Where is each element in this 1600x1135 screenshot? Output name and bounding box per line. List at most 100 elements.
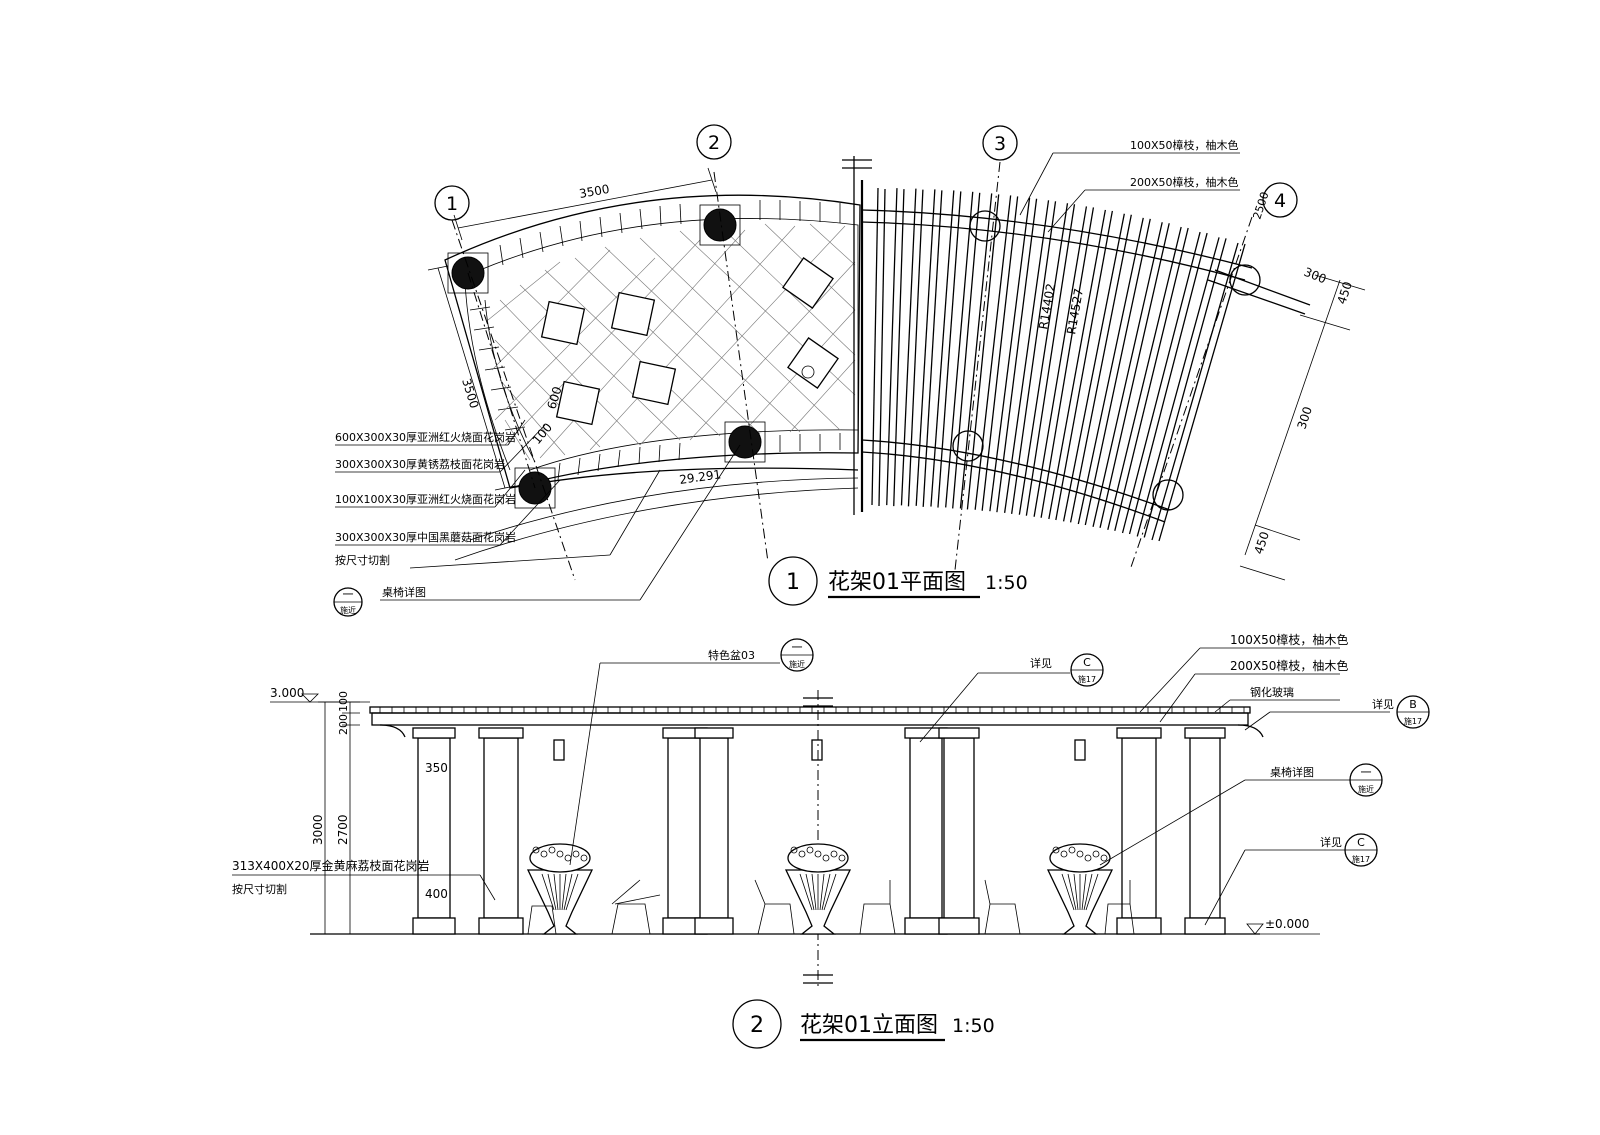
dim-3500-left: 3500 (459, 377, 481, 410)
plan-note-beam-100: 100X50樟枝，柚木色 (1130, 138, 1239, 152)
axis-label-4: 4 (1274, 190, 1286, 212)
plan-note-granite-600: 600X300X30厚亚洲红火烧面花岗岩 (335, 430, 516, 444)
dim-450-b: 450 (1252, 530, 1272, 556)
svg-text:C: C (1357, 836, 1365, 849)
elev-centre-line (803, 690, 833, 990)
plan-border-tiles (469, 200, 841, 481)
plan-title-block: 1 花架01平面图 1:50 (768, 556, 1028, 606)
note-b-ref: 详见 (1372, 697, 1394, 711)
plan-column-3 (724, 421, 766, 463)
elev-note-leaders (232, 647, 1390, 926)
svg-text:施17: 施17 (1404, 716, 1422, 726)
dim-300-b: 300 (1295, 405, 1315, 431)
axis-label-3: 3 (994, 133, 1006, 155)
svg-text:C: C (1083, 656, 1091, 669)
elev-dims-left: 3000 2700 200 100 350 400 (311, 691, 448, 935)
note-c-top: 详见 (1030, 656, 1052, 670)
plan-dim-3500-top: 3500 (453, 167, 717, 241)
plan-scale: 1:50 (985, 572, 1028, 594)
ref-bubble-b: B 施17 (1396, 695, 1430, 729)
dim-300-a: 300 (1302, 265, 1328, 287)
plan-table-set-1 (540, 291, 677, 426)
note-pot: 特色盆03 (708, 648, 755, 662)
plan-detail-ref: 一 施近 (333, 587, 363, 617)
dim-2700: 2700 (336, 814, 350, 845)
ref-bubble-table: 一 施近 (1349, 763, 1383, 797)
axis-bubble-2: 2 (696, 124, 732, 160)
plan-column-2 (699, 204, 741, 246)
plan-view: 1 2 3 4 (333, 124, 1366, 617)
elev-lamps (553, 739, 1086, 761)
axis-bubble-1: 1 (434, 185, 470, 221)
dim-3000: 3000 (311, 814, 325, 845)
axis-bubble-3: 3 (982, 125, 1018, 161)
plan-note-granite-100: 100X100X30厚亚洲红火烧面花岗岩 (335, 492, 516, 506)
ref-bubble-pot: 一 施近 (780, 638, 814, 672)
plan-title: 花架01平面图 (828, 570, 966, 595)
elev-level-ground: ±0.000 (1240, 917, 1320, 935)
dim-350: 350 (425, 761, 448, 775)
elevation-title-block: 2 花架01立面图 1:50 (732, 999, 995, 1049)
dim-450-a: 450 (1335, 280, 1355, 306)
elev-columns (379, 724, 1264, 935)
note-base-granite: 313X400X20厚金黄麻荔枝面花岗岩 (232, 858, 430, 873)
plan-note-table-detail: 桌椅详图 (382, 585, 426, 599)
plan-paving-outline (444, 194, 861, 489)
svg-text:一: 一 (1361, 766, 1372, 779)
axis-bubble-4: 4 (1262, 182, 1298, 218)
dim-400: 400 (425, 887, 448, 901)
elev-title-symbol: 2 (750, 1013, 764, 1038)
elev-flower-pots (526, 843, 1114, 935)
plan-note-cut: 按尺寸切割 (335, 553, 390, 567)
svg-text:施17: 施17 (1078, 674, 1096, 684)
dim-600: 600 (544, 385, 564, 411)
plan-note-beam-200: 200X50樟枝，柚木色 (1130, 175, 1239, 189)
plan-rafters (871, 187, 1246, 542)
elev-chairs (527, 879, 1135, 935)
plan-note-granite-300-black: 300X300X30厚中国黑蘑菇面花岗岩 (335, 530, 516, 544)
plan-paving-inner (479, 218, 859, 471)
plan-pergola: R14402 R14527 (842, 156, 1311, 542)
note-base-cut: 按尺寸切割 (232, 882, 287, 896)
note-glass: 钢化玻璃 (1250, 685, 1294, 699)
plan-dim-3500-left: 3500 600 100 29.291 (427, 265, 722, 491)
dim-200: 200 (337, 714, 350, 735)
plan-table-set-2 (782, 257, 839, 389)
note-beam-100: 100X50樟枝，柚木色 (1230, 632, 1348, 647)
plan-dim-right: 450 300 450 300 2500 (1239, 190, 1366, 581)
note-table: 桌椅详图 (1270, 765, 1314, 779)
level-top: 3.000 (270, 686, 304, 700)
plan-beam-leaders (1019, 152, 1240, 233)
axis-label-1: 1 (446, 193, 458, 215)
elev-rafter-ends (379, 707, 1245, 713)
svg-text:一: 一 (343, 588, 354, 601)
elev-level-top: 3.000 (270, 686, 370, 703)
svg-text:施近: 施近 (789, 659, 805, 669)
svg-text:B: B (1409, 698, 1417, 711)
plan-note-granite-300-yellow: 300X300X30厚黄锈荔枝面花岗岩 (335, 457, 505, 471)
svg-text:施17: 施17 (1352, 854, 1370, 864)
elev-top-beam (369, 706, 1251, 714)
dim-100: 100 (530, 420, 555, 447)
note-beam-200: 200X50樟枝，柚木色 (1230, 658, 1348, 673)
plan-title-symbol: 1 (786, 570, 800, 595)
level-ground: ±0.000 (1265, 917, 1309, 931)
ref-bubble-c-top: C 施17 (1070, 653, 1104, 687)
ref-bubble-c-bottom: C 施17 (1344, 833, 1378, 867)
dim-2500: 2500 (1250, 190, 1271, 221)
plan-note-leaders (335, 419, 741, 601)
svg-text:一: 一 (792, 641, 803, 654)
note-c-bottom: 详见 (1320, 835, 1342, 849)
elev-main-beam (371, 712, 1249, 726)
svg-text:施近: 施近 (340, 605, 356, 615)
elev-title: 花架01立面图 (800, 1013, 938, 1038)
svg-text:施近: 施近 (1358, 784, 1374, 794)
axis-label-2: 2 (708, 132, 720, 154)
radius-label-1: R14402 (1036, 282, 1058, 330)
dim-arc: 29.291 (678, 467, 722, 487)
radius-label-2: R14527 (1064, 287, 1086, 335)
elev-scale: 1:50 (952, 1015, 995, 1037)
dim-100-e: 100 (337, 691, 350, 712)
